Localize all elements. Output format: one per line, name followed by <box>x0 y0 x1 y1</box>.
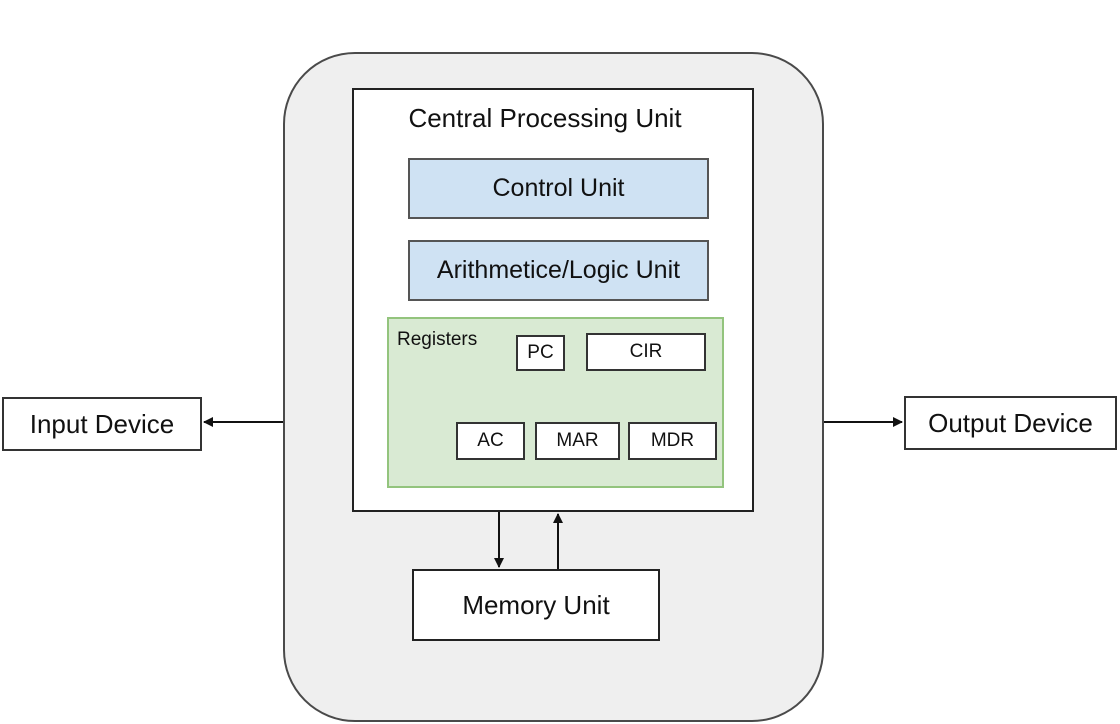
cpu-title: Central Processing Unit <box>408 102 682 133</box>
registers-label: Registers <box>397 329 478 350</box>
output-device-box: Output Device <box>904 396 1117 450</box>
control-unit-box: Control Unit <box>408 158 709 219</box>
memory-unit-box: Memory Unit <box>412 569 660 641</box>
register-pc: PC <box>516 335 565 371</box>
input-device-box: Input Device <box>2 397 202 451</box>
register-mdr: MDR <box>628 422 717 460</box>
register-ac: AC <box>456 422 525 460</box>
register-mar: MAR <box>535 422 620 460</box>
alu-box: Arithmetice/Logic Unit <box>408 240 709 301</box>
register-cir: CIR <box>586 333 706 371</box>
